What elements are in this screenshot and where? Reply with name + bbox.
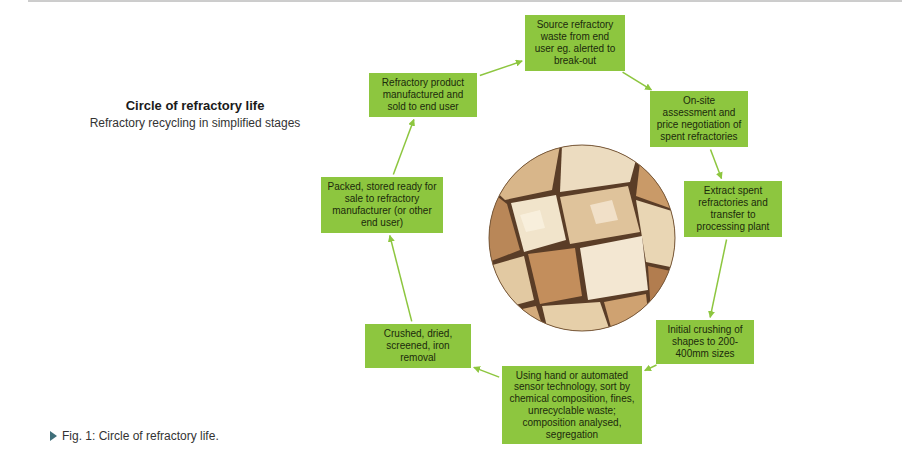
step-text: Refractory product manufactured and sold… (374, 77, 472, 112)
process-box: Using hand or automated sensor technolog… (502, 366, 642, 445)
flow-arrow (710, 240, 726, 318)
step-text: Extract spent refractories and transfer … (689, 185, 777, 232)
process-box: Packed, stored ready for sale to refract… (321, 177, 443, 232)
process-box: Crushed, dried, screened, iron removal (365, 324, 471, 367)
process-box: Source refractory waste from end user eg… (525, 15, 625, 70)
process-box: On-site assessment and price negotiation… (650, 91, 748, 146)
flow-arrow (623, 72, 652, 90)
process-box: Initial crushing of shapes to 200-400mm … (656, 320, 754, 363)
flow-arrow (645, 365, 657, 371)
brick-photo (489, 145, 675, 331)
process-box: Refractory product manufactured and sold… (369, 73, 477, 116)
step-text: Initial crushing of shapes to 200-400mm … (661, 324, 749, 359)
flow-arrow (474, 367, 499, 377)
subtitle: Refractory recycling in simplified stage… (50, 116, 340, 130)
frame-line (28, 1, 902, 2)
flow-arrow (710, 149, 721, 178)
caption-marker (50, 431, 57, 441)
step-text: Using hand or automated sensor technolog… (507, 370, 637, 441)
photo-border (489, 145, 675, 331)
process-box: Extract spent refractories and transfer … (684, 181, 782, 236)
flow-arrow (393, 119, 414, 174)
flow-arrow (480, 61, 522, 75)
step-text: Crushed, dried, screened, iron removal (370, 328, 466, 363)
step-text: Packed, stored ready for sale to refract… (326, 181, 438, 228)
figure-caption: Fig. 1: Circle of refractory life. (62, 429, 219, 443)
diagram-title: Circle of refractory life (60, 98, 330, 113)
flow-arrow (390, 236, 412, 322)
step-text: On-site assessment and price negotiation… (655, 95, 743, 142)
step-text: Source refractory waste from end user eg… (530, 19, 620, 66)
